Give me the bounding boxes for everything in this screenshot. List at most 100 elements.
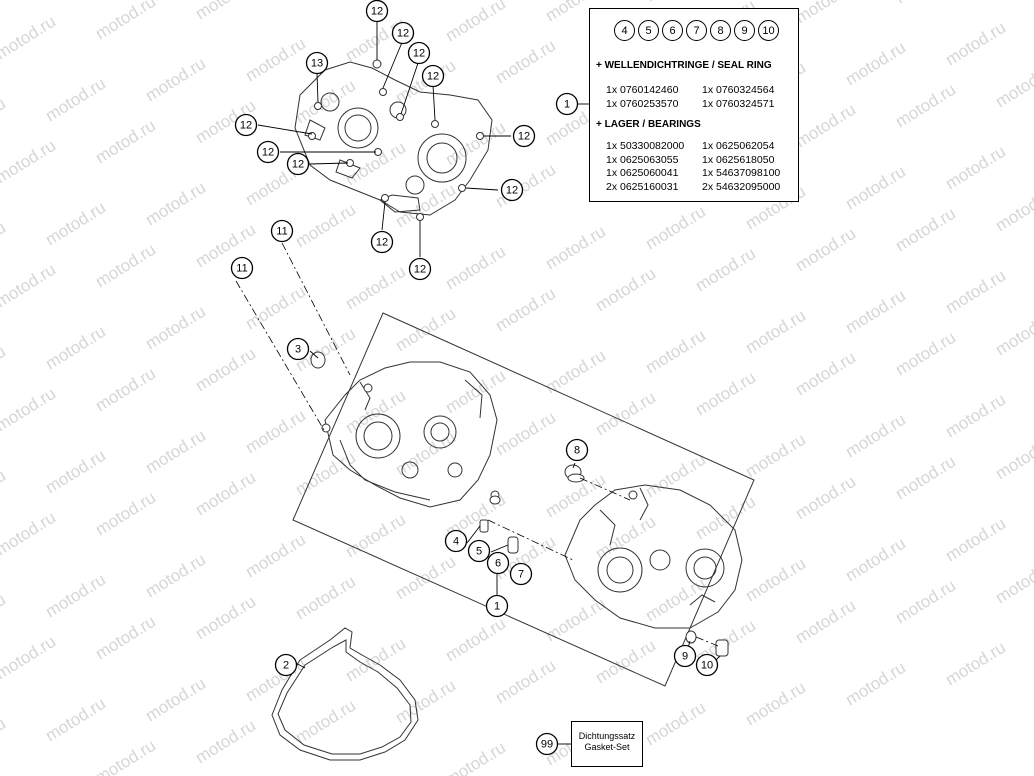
watermark-text: motod.ru xyxy=(492,408,559,460)
callout-12: 12 xyxy=(234,113,258,137)
watermark-text: motod.ru xyxy=(942,142,1009,194)
callout-11: 11 xyxy=(270,219,294,243)
seal-part: 1x 0760142460 xyxy=(606,84,679,96)
callout-label: 12 xyxy=(518,131,530,143)
watermark-text: motod.ru xyxy=(442,242,509,294)
watermark-text: motod.ru xyxy=(192,0,259,23)
watermark-text: motod.ru xyxy=(142,302,209,354)
callout-circle xyxy=(565,438,589,462)
seal-part: 1x 0760253570 xyxy=(606,97,679,110)
callout-13: 13 xyxy=(305,51,329,75)
watermark-text: motod.ru xyxy=(892,452,959,504)
watermark-text: motod.ru xyxy=(0,136,59,188)
left-crankcase-half xyxy=(321,361,500,508)
callout-12: 12 xyxy=(286,152,310,176)
callout-8: 8 xyxy=(565,438,589,462)
watermark-text: motod.ru xyxy=(142,674,209,726)
callout-4: 4 xyxy=(444,529,468,553)
callout-label: 9 xyxy=(682,651,688,663)
watermark-text: motod.ru xyxy=(442,118,509,170)
callout-10: 10 xyxy=(695,653,719,677)
watermark-text: motod.ru xyxy=(192,468,259,520)
watermark-text: motod.ru xyxy=(542,222,609,274)
watermark-text: motod.ru xyxy=(642,326,709,378)
callout-circle xyxy=(500,178,524,202)
bearing-part: 2x 54632095000 xyxy=(702,180,781,193)
watermark-text: motod.ru xyxy=(942,514,1009,566)
watermark-text: motod.ru xyxy=(292,572,359,624)
callout-2: 2 xyxy=(274,653,298,677)
kit-number: 9 xyxy=(734,20,755,41)
watermark-text: motod.ru xyxy=(992,60,1034,112)
kit-number: 4 xyxy=(614,20,635,41)
callout-circle xyxy=(365,0,389,23)
watermark-text: motod.ru xyxy=(92,364,159,416)
watermark-text: motod.ru xyxy=(492,284,559,336)
callout-label: 12 xyxy=(506,185,518,197)
bearings-heading: + LAGER / BEARINGS xyxy=(596,119,701,130)
watermark-text: motod.ru xyxy=(392,552,459,604)
watermark-text: motod.ru xyxy=(592,264,659,316)
kit-number: 8 xyxy=(710,20,731,41)
callout-circle xyxy=(286,337,310,361)
callout-6: 6 xyxy=(486,551,510,575)
watermark-text: motod.ru xyxy=(442,738,509,776)
callout-11: 11 xyxy=(230,256,254,280)
callout-label: 8 xyxy=(574,445,580,457)
callout-circle xyxy=(444,529,468,553)
watermark-text: motod.ru xyxy=(0,218,9,270)
watermark-text: motod.ru xyxy=(742,554,809,606)
gasket-set-label-de: Dichtungssatz xyxy=(578,731,636,741)
watermark-text: motod.ru xyxy=(0,508,59,560)
watermark-text: motod.ru xyxy=(792,224,859,276)
callout-label: 12 xyxy=(371,6,383,18)
watermark-text: motod.ru xyxy=(792,348,859,400)
watermark-text: motod.ru xyxy=(342,510,409,562)
callout-circle xyxy=(485,594,509,618)
watermark-text: motod.ru xyxy=(392,304,459,356)
callout-label: 11 xyxy=(276,226,287,238)
seal-part: 1x 0760324564 xyxy=(702,84,775,96)
callout-circle xyxy=(286,152,310,176)
callout-12: 12 xyxy=(256,140,280,164)
watermark-text: motod.ru xyxy=(792,472,859,524)
watermark-text: motod.ru xyxy=(492,36,559,88)
watermark-text: motod.ru xyxy=(292,0,359,3)
watermark-text: motod.ru xyxy=(942,638,1009,690)
callout-circle xyxy=(230,256,254,280)
gasket-set-box: Dichtungssatz Gasket-Set xyxy=(571,721,643,767)
watermark-text: motod.ru xyxy=(442,0,509,45)
watermark-text: motod.ru xyxy=(92,0,159,43)
watermark-text: motod.ru xyxy=(892,80,959,132)
watermark-text: motod.ru xyxy=(192,592,259,644)
watermark-text: motod.ru xyxy=(642,202,709,254)
callout-circle xyxy=(270,219,294,243)
bearing-part: 1x 0625060041 xyxy=(606,167,679,179)
watermark-text: motod.ru xyxy=(42,694,109,746)
callout-circle xyxy=(486,551,510,575)
watermark-text: motod.ru xyxy=(992,432,1034,484)
callout-3: 3 xyxy=(286,337,310,361)
watermark-text: motod.ru xyxy=(942,18,1009,70)
callout-7: 7 xyxy=(509,562,533,586)
callout-12: 12 xyxy=(365,0,389,23)
callout-circle xyxy=(695,653,719,677)
seals-heading: + WELLENDICHTRINGE / SEAL RING xyxy=(596,60,772,71)
watermark-text: motod.ru xyxy=(842,658,909,710)
watermark-text: motod.ru xyxy=(142,54,209,106)
callout-label: 13 xyxy=(311,58,323,70)
watermark-text: motod.ru xyxy=(92,116,159,168)
watermark-text: motod.ru xyxy=(242,530,309,582)
watermark-text: motod.ru xyxy=(992,556,1034,608)
watermark-text: motod.ru xyxy=(0,342,9,394)
watermark-text: motod.ru xyxy=(842,162,909,214)
watermark-text: motod.ru xyxy=(892,576,959,628)
watermark-text: motod.ru xyxy=(642,574,709,626)
callout-label: 99 xyxy=(541,739,553,751)
watermark-text: motod.ru xyxy=(42,322,109,374)
watermark-text: motod.ru xyxy=(792,100,859,152)
watermark-text: motod.ru xyxy=(492,656,559,708)
callout-circle xyxy=(555,92,579,116)
